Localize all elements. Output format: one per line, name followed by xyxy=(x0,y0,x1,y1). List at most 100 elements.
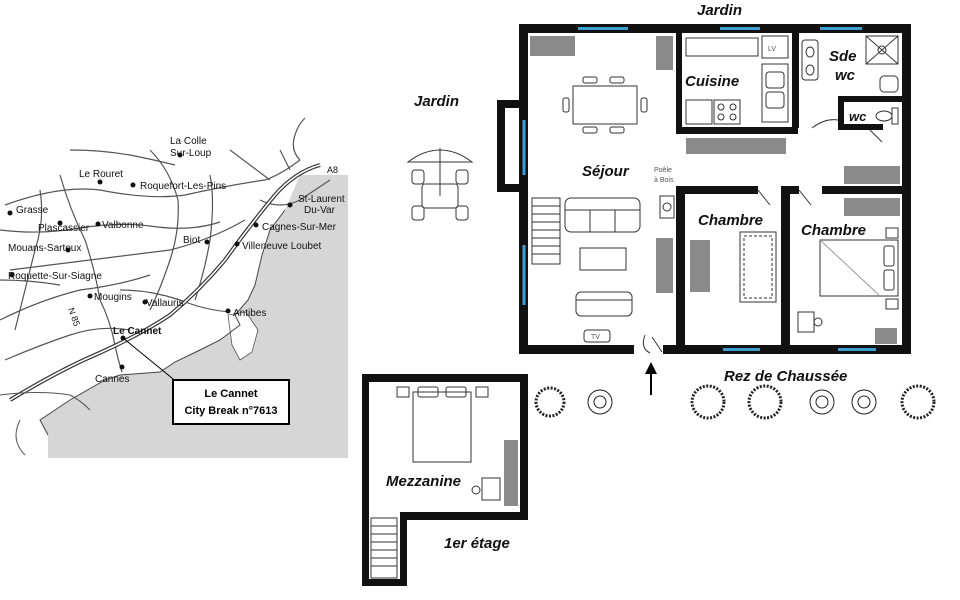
town-dot xyxy=(57,220,63,226)
shrub-icon xyxy=(851,389,877,415)
wall xyxy=(838,124,883,130)
upper-floor-plan: Mezzanine 1er étage xyxy=(362,374,528,586)
garden-label-top: Jardin xyxy=(697,2,742,19)
wall xyxy=(362,374,528,382)
location-map: La Colle Sur-Loup Le Rouret Roquefort-Le… xyxy=(0,117,348,458)
wall xyxy=(838,96,844,128)
shrub-icon xyxy=(809,389,835,415)
town-label: Grasse xyxy=(16,205,49,216)
antibes-cape xyxy=(227,311,259,361)
town-label: Biot xyxy=(183,235,200,246)
wall xyxy=(497,100,505,192)
cabinet xyxy=(530,36,575,56)
door-swings xyxy=(642,119,883,354)
room-label-sde: Sde xyxy=(829,48,857,65)
garden-label-left: Jardin xyxy=(414,93,459,110)
town-dot xyxy=(97,179,103,185)
callout-pointer xyxy=(122,337,179,384)
upper-stairs xyxy=(370,517,398,579)
wall xyxy=(362,579,407,586)
room-label-chambre-1: Chambre xyxy=(698,212,763,229)
town-label: Valbonne xyxy=(102,220,144,231)
garden-shrubs xyxy=(534,384,936,420)
level-label-upper: 1er étage xyxy=(444,535,510,552)
cabinet xyxy=(844,198,900,216)
room-label-mezzanine: Mezzanine xyxy=(386,473,461,490)
callout-box xyxy=(172,379,290,425)
town-dot xyxy=(253,222,259,228)
town-label: Le Rouret xyxy=(79,169,123,180)
town-label: Villeneuve Loubet xyxy=(242,241,322,252)
dining-table xyxy=(562,76,648,134)
room-label-wc: wc xyxy=(849,109,867,124)
shrub-icon xyxy=(747,384,783,420)
ground-stairs xyxy=(531,197,561,265)
wall xyxy=(676,186,758,194)
tv-label: TV xyxy=(591,334,600,341)
town-label-highlight: Le Cannet xyxy=(113,326,162,337)
room-label-chambre-2: Chambre xyxy=(801,222,866,239)
town-label: St-Laurent xyxy=(298,194,345,205)
town-label: Antibes xyxy=(233,308,266,319)
town-dot xyxy=(95,221,101,227)
road-network xyxy=(0,149,331,373)
town-dot xyxy=(130,182,136,188)
callout-line-1: Le Cannet xyxy=(204,388,258,400)
town-label: Sur-Loup xyxy=(170,148,212,159)
wall xyxy=(822,186,908,194)
town-label: Vallauris xyxy=(146,298,184,309)
ground-floor-plan: LV xyxy=(414,2,911,395)
stove-label-1: Poêle xyxy=(654,167,672,174)
wall xyxy=(676,28,682,133)
town-dot xyxy=(7,210,13,216)
room-label-sde-wc: wc xyxy=(835,67,856,84)
wall xyxy=(362,374,369,586)
kitchen-fittings xyxy=(685,35,789,125)
cabinet xyxy=(656,238,673,293)
town-dot xyxy=(9,272,15,278)
town-label: Plascassier xyxy=(38,223,90,234)
town-label: Roquette-Sur-Siagne xyxy=(8,271,102,282)
living-furniture xyxy=(564,195,675,343)
town-dot xyxy=(234,241,240,247)
town-label: Du-Var xyxy=(304,205,336,216)
town-dot xyxy=(204,239,210,245)
shrub-icon xyxy=(534,386,566,418)
town-dot xyxy=(119,364,125,370)
wall xyxy=(400,512,528,520)
wall xyxy=(519,345,634,354)
wall xyxy=(676,186,685,354)
shrub-icon xyxy=(587,389,613,415)
town-label: Cannes xyxy=(95,374,129,385)
wall xyxy=(497,100,525,108)
cabinet xyxy=(504,440,518,506)
town-label: La Colle xyxy=(170,136,207,147)
town-label: Cagnes-Sur-Mer xyxy=(262,222,337,233)
room-label-sejour: Séjour xyxy=(582,163,630,180)
town-label: Mougins xyxy=(94,292,132,303)
cabinet xyxy=(656,36,673,70)
room-label-cuisine: Cuisine xyxy=(685,73,739,90)
entrance-arrow xyxy=(645,362,657,395)
town-dot xyxy=(142,299,148,305)
shrub-icon xyxy=(690,384,726,420)
mezzanine-bed xyxy=(396,386,501,501)
cabinet xyxy=(690,240,710,292)
town-label: Mouans-Sartoux xyxy=(8,243,81,254)
coastline xyxy=(39,209,286,436)
wall xyxy=(497,184,525,192)
wall xyxy=(676,127,798,134)
town-label: Roquefort-Les-Pins xyxy=(140,181,226,192)
town-dot xyxy=(87,293,93,299)
double-bed xyxy=(797,227,899,333)
wall xyxy=(838,96,908,102)
level-label-ground: Rez de Chaussée xyxy=(724,368,847,385)
wall xyxy=(781,186,799,194)
wall xyxy=(400,512,407,586)
town-dot xyxy=(225,308,231,314)
wall xyxy=(792,28,799,128)
callout-line-2: City Break n°7613 xyxy=(184,405,277,417)
shrub-icon xyxy=(900,384,936,420)
cabinet xyxy=(875,328,897,344)
